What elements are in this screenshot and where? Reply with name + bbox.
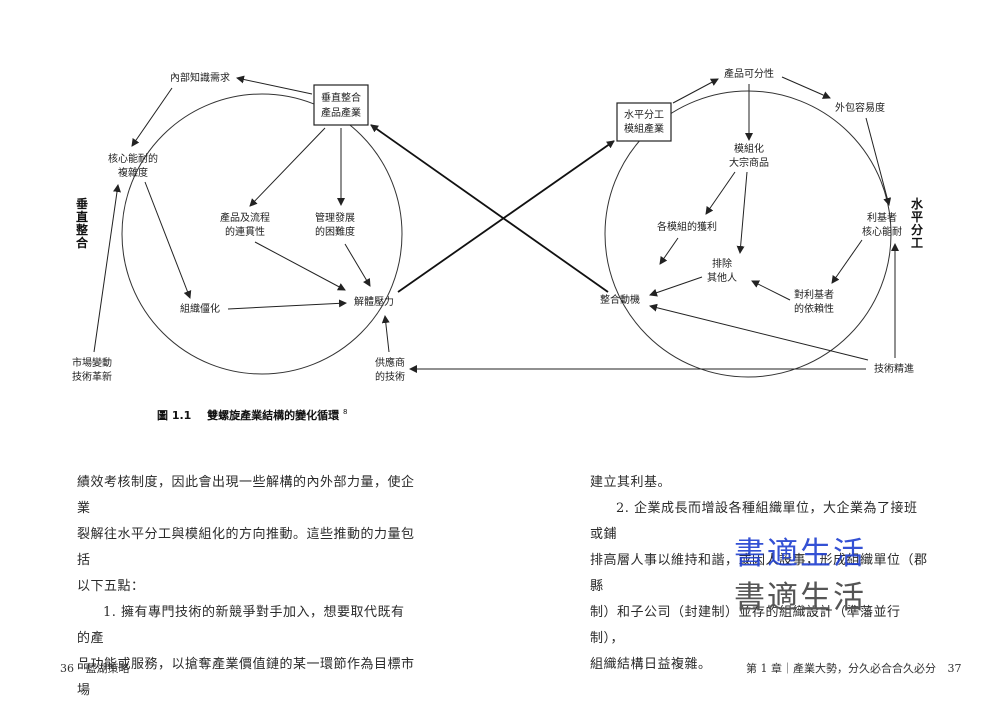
left-box-line2: 產品產業 (321, 106, 361, 119)
right-footer: 第 1 章｜產業大勢，分久必合合久必分 37 (746, 660, 962, 676)
node-management-1: 管理發展 (315, 211, 355, 224)
node-exclude-others-1: 排除 (712, 257, 732, 270)
node-modular-commodity-2: 大宗商品 (729, 156, 769, 169)
arrow-box-to-product (249, 127, 326, 207)
right-axis-char3: 分 (911, 222, 923, 237)
arrow-supplier-to-disintegration (381, 315, 390, 353)
arrow-divisibility-to-outsourcing (781, 76, 831, 99)
arrow-core-to-rigidity (144, 181, 192, 299)
left-cycle-circle (121, 93, 403, 375)
right-box-line1: 水平分工 (624, 109, 664, 121)
right-text-column: 建立其利基。 2. 企業成長而增設各種組織單位，大企業為了接班或鋪 排高層人事以… (590, 470, 930, 678)
right-page-number: 37 (947, 662, 962, 675)
watermark-blue: 書適生活 (734, 536, 866, 572)
left-line-2: 裂解往水平分工與模組化的方向推動。這些推動的力量包括 (77, 527, 415, 568)
watermark-gray: 書適生活 (734, 580, 866, 616)
arrow-outsourcing-to-niche (865, 117, 892, 206)
node-market-tech-2: 技術革新 (72, 370, 112, 383)
horizontal-division-box (616, 102, 672, 142)
left-axis-char1: 垂 (76, 196, 88, 211)
left-line-3: 以下五點： (77, 579, 145, 594)
arrow-exclude-to-integration (649, 276, 703, 297)
node-integration-motive: 整合動機 (600, 293, 640, 306)
right-item2-line-1: 2. 企業成長而增設各種組織單位，大企業為了接班或鋪 (590, 501, 918, 542)
caption-title: 雙螺旋產業結構的變化循環 (207, 408, 340, 422)
right-axis-char4: 工 (911, 236, 923, 250)
node-supplier-tech-2: 的技術 (375, 370, 405, 383)
node-product-process-2: 的連貫性 (225, 225, 265, 238)
right-item2-line-3: 制）和子公司（封建制）並存的組織設計（準藩並行制）， (590, 605, 901, 646)
arrow-modular-to-exclude (736, 171, 748, 254)
right-box-line2: 模組產業 (624, 122, 664, 135)
node-org-rigidity: 組織僵化 (180, 302, 220, 315)
arrow-market-to-core (93, 184, 121, 353)
node-outsourcing: 外包容易度 (835, 101, 885, 114)
arrow-knowledge-to-core (131, 87, 173, 147)
arrow-integration-to-vertical (370, 124, 609, 293)
node-niche-dependence-2: 的依賴性 (794, 302, 834, 315)
node-market-tech-1: 市場變動 (72, 356, 112, 369)
node-niche-dependence-1: 對利基者 (794, 288, 834, 301)
left-book-title: 藍湖策略 (85, 662, 130, 675)
left-axis-char2: 直 (76, 209, 88, 224)
node-module-profit: 各模組的獲利 (657, 220, 717, 233)
left-line-1: 績效考核制度，因此會出現一些解構的內外部力量，使企業 (77, 475, 415, 516)
arrow-rigidity-to-disintegration (227, 299, 347, 310)
node-internal-knowledge: 內部知識需求 (170, 71, 230, 84)
double-helix-diagram: 垂直整合 產品產業 水平分工 模組產業 垂 直 整 合 水 平 分 工 內部知識… (72, 67, 924, 422)
node-niche-core-1: 利基者 (867, 211, 897, 224)
arrow-profit-down (659, 237, 679, 265)
right-item2-line-4: 組織結構日益複雜。 (590, 657, 712, 672)
left-axis-char3: 整 (75, 222, 88, 237)
right-axis-char2: 平 (911, 210, 923, 224)
node-product-process-1: 產品及流程 (220, 211, 270, 224)
arrow-niche-to-dependence (831, 239, 863, 284)
node-tech-advance: 技術精進 (874, 362, 914, 375)
figure-caption: 圖 1.1 雙螺旋產業結構的變化循環 8 (157, 408, 347, 422)
arrow-box-to-knowledge (236, 75, 313, 95)
node-divisibility: 產品可分性 (724, 67, 774, 80)
left-axis-char4: 合 (76, 235, 89, 250)
left-footer: 36 藍湖策略 (60, 660, 130, 676)
node-disintegration: 解體壓力 (354, 295, 394, 308)
caption-number: 圖 1.1 (157, 409, 191, 422)
arrow-management-to-disintegration (344, 243, 371, 287)
arrow-disintegration-to-horizontal (397, 140, 615, 293)
caption-note: 8 (343, 408, 347, 416)
right-item2-line-2: 排高層人事以維持和諧，或因人設事，形成組織單位（郡縣 (590, 553, 928, 594)
right-axis-char1: 水 (911, 196, 924, 211)
arrow-product-to-disintegration (254, 241, 346, 291)
left-item1-line-1: 1. 擁有專門技術的新競爭對手加入，想要取代既有的產 (77, 605, 405, 646)
node-exclude-others-2: 其他人 (707, 271, 737, 284)
right-cycle-circle (604, 90, 892, 378)
right-line-1: 建立其利基。 (590, 475, 672, 490)
left-page-number: 36 (60, 662, 74, 675)
left-item1-line-2: 品功能或服務，以搶奪產業價值鏈的某一環節作為目標市場 (77, 657, 415, 698)
arrow-box-to-divisibility (672, 78, 719, 104)
right-chapter-title: 第 1 章｜產業大勢，分久必合合久必分 (746, 662, 936, 675)
vertical-integration-box (313, 84, 369, 126)
arrow-dependence-to-exclude (751, 280, 791, 301)
node-niche-core-2: 核心能耐 (862, 225, 902, 238)
node-core-capability-2: 複雜度 (118, 166, 148, 179)
node-core-capability-1: 核心能耐的 (108, 152, 158, 165)
node-modular-commodity-1: 模組化 (734, 142, 764, 155)
node-management-2: 的困難度 (315, 225, 355, 238)
arrow-tech-to-integration (649, 303, 869, 361)
left-text-column: 績效考核制度，因此會出現一些解構的內外部力量，使企業 裂解往水平分工與模組化的方… (77, 470, 417, 704)
arrow-modular-to-profit (705, 171, 736, 215)
left-box-line1: 垂直整合 (321, 91, 361, 104)
node-supplier-tech-1: 供應商 (375, 356, 405, 369)
